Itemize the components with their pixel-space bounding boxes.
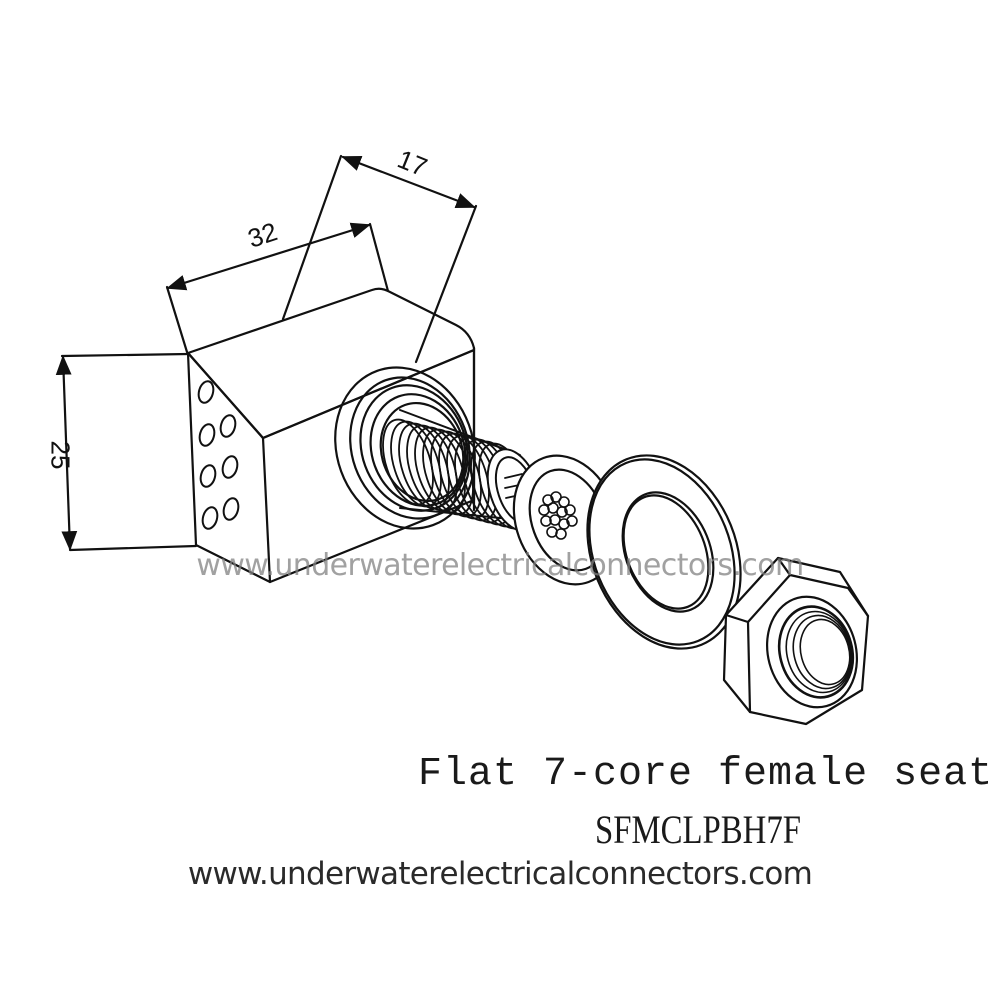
caption-title: Flat 7-core female seat [418,752,994,797]
footer-url: www.underwaterelectricalconnectors.com [187,856,813,892]
hex-nut [722,556,870,726]
connector-body [186,287,476,584]
part-number: SFMCLPBH7F [594,807,801,852]
dimension-32 [165,222,390,354]
pin-bundle [538,491,578,540]
dimension-25 [55,352,198,552]
dimension-label-25: 25 [45,440,76,470]
flat-washer [586,454,742,650]
pin-holes [197,380,240,530]
